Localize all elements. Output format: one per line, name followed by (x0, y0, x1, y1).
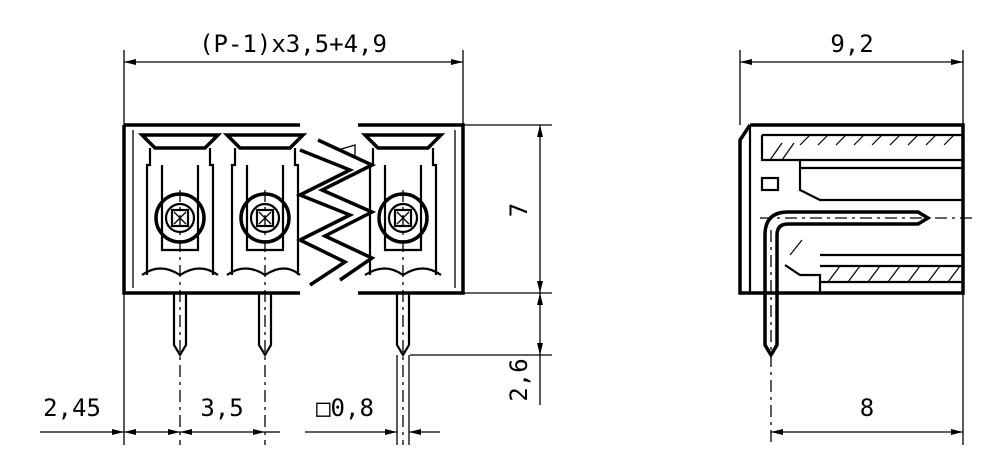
break-line (295, 148, 355, 287)
side-dimensions: 9,2 8 (739, 30, 964, 445)
dim-pin-square: □0,8 (316, 394, 374, 422)
side-housing-outline (738, 123, 965, 295)
housing-outline-right (358, 123, 465, 295)
terminal-1 (137, 133, 223, 277)
dim-pitch: 3,5 (200, 394, 243, 422)
side-pin (763, 210, 932, 359)
front-dimensions: (P-1)x3,5+4,9 7 2,6 2,45 3,5 □0,8 (40, 30, 552, 445)
terminal-3 (360, 133, 446, 277)
pins (172, 293, 411, 358)
dim-side-depth: 9,2 (830, 30, 873, 58)
dim-edge-offset: 2,45 (43, 394, 101, 422)
dim-pin-offset: 8 (860, 394, 874, 422)
terminal-2 (222, 133, 308, 277)
dim-height: 7 (505, 203, 533, 217)
dim-overall-width: (P-1)x3,5+4,9 (199, 30, 387, 58)
hatching-bottom (789, 239, 961, 283)
dim-pin-length: 2,6 (505, 358, 533, 401)
side-view (738, 123, 975, 445)
hatching-top (769, 134, 955, 161)
front-view (122, 123, 465, 445)
